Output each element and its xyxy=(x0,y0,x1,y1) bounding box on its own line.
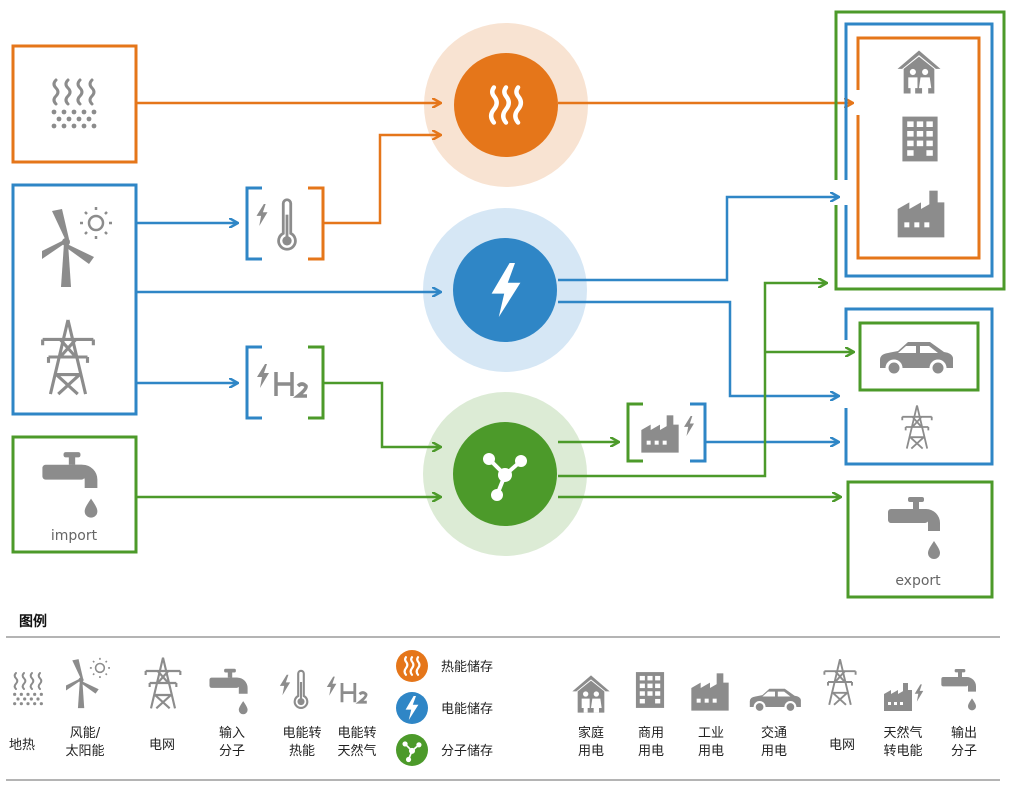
faucet-icon xyxy=(888,497,940,559)
power-to-heat-converter xyxy=(245,186,325,261)
power-storage-hub xyxy=(423,208,587,372)
lightning-icon xyxy=(256,204,268,226)
legend-g2p-1: 天然气 xyxy=(883,725,922,741)
power-source-box xyxy=(11,183,138,416)
legend-home-2: 用电 xyxy=(578,744,604,759)
legend-grid: 电网 xyxy=(149,738,175,753)
legend-industry-1: 工业 xyxy=(698,726,724,741)
hydrogen-icon xyxy=(326,676,369,704)
faucet-icon xyxy=(42,452,98,518)
lightning-icon xyxy=(914,684,924,702)
house-family-icon xyxy=(897,50,941,94)
legend-input-1: 输入 xyxy=(219,725,245,741)
legend: 图例 地热 风能/ 太阳能 电网 输入 分子 电能转 热能 电能转 天然气 热能… xyxy=(6,613,1000,781)
hydrogen-icon xyxy=(256,364,309,398)
legend-geothermal: 地热 xyxy=(9,738,35,753)
legend-p2g-1: 电能转 xyxy=(337,726,376,741)
legend-commercial-2: 用电 xyxy=(638,744,664,759)
export-box: export xyxy=(846,480,994,599)
legend-industry-2: 用电 xyxy=(698,744,724,759)
faucet-icon xyxy=(209,668,248,715)
gas-to-power-converter xyxy=(626,402,707,463)
legend-p2h-1: 电能转 xyxy=(282,726,321,741)
house-family-icon xyxy=(572,675,610,713)
heat-storage-hub xyxy=(424,23,588,187)
factory-icon xyxy=(884,683,912,711)
transport-grid-box xyxy=(844,307,994,466)
legend-g2p-2: 转电能 xyxy=(883,744,922,759)
factory-icon xyxy=(691,673,729,711)
legend-output-2: 分子 xyxy=(951,744,977,759)
legend-commercial-1: 商用 xyxy=(638,726,664,741)
export-label: export xyxy=(895,573,941,589)
power-tower-icon xyxy=(144,656,182,710)
car-icon xyxy=(748,687,802,713)
legend-title: 图例 xyxy=(19,613,47,630)
legend-transport-2: 用电 xyxy=(761,744,787,759)
legend-grid-out: 电网 xyxy=(829,738,855,753)
faucet-icon xyxy=(941,669,976,711)
power-to-gas-converter xyxy=(245,345,325,420)
geothermal-icon xyxy=(50,78,98,130)
flow-lines xyxy=(136,103,853,497)
wind-turbine-icon xyxy=(66,656,110,710)
office-building-icon xyxy=(635,672,665,708)
molecule-storage-hub xyxy=(423,392,587,556)
wind-turbine-icon xyxy=(42,205,112,289)
car-icon xyxy=(878,340,955,377)
factory-icon xyxy=(641,415,679,453)
heat-source-box xyxy=(11,44,138,164)
geothermal-icon xyxy=(12,671,44,707)
lightning-icon xyxy=(684,416,694,436)
thermometer-icon xyxy=(293,669,309,710)
import-label: import xyxy=(51,528,98,544)
legend-molecule-storage: 分子储存 xyxy=(441,744,493,759)
power-tower-icon xyxy=(41,318,95,396)
legend-power-storage: 电能储存 xyxy=(441,702,493,717)
legend-input-2: 分子 xyxy=(219,744,245,759)
factory-icon xyxy=(897,190,945,238)
legend-p2h-2: 热能 xyxy=(289,744,315,759)
legend-heat-storage: 热能储存 xyxy=(441,660,493,675)
legend-wind-solar-1: 风能/ xyxy=(70,726,101,741)
legend-p2g-2: 天然气 xyxy=(337,743,376,759)
import-box: import xyxy=(11,435,138,554)
legend-home-1: 家庭 xyxy=(578,725,604,741)
power-tower-icon xyxy=(823,658,857,706)
thermometer-icon xyxy=(277,198,297,251)
lightning-icon xyxy=(279,674,291,696)
consumer-group xyxy=(834,10,1006,291)
legend-wind-solar-2: 太阳能 xyxy=(65,744,104,759)
legend-transport-1: 交通 xyxy=(761,725,787,741)
power-tower-icon xyxy=(901,404,933,450)
office-building-icon xyxy=(902,116,938,162)
legend-output-1: 输出 xyxy=(951,725,977,741)
